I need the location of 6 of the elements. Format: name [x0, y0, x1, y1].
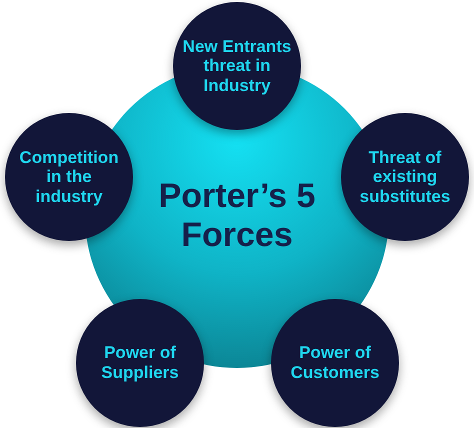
force-label: Power of Customers [290, 343, 380, 383]
force-label: New Entrants threat in Industry [182, 36, 292, 96]
title-text: Porter’s 5 Forces [158, 176, 316, 256]
force-label: Competition in the industry [18, 148, 120, 206]
force-label: Power of Suppliers [100, 343, 180, 383]
force-label: Threat of existing substitutes [358, 148, 452, 206]
